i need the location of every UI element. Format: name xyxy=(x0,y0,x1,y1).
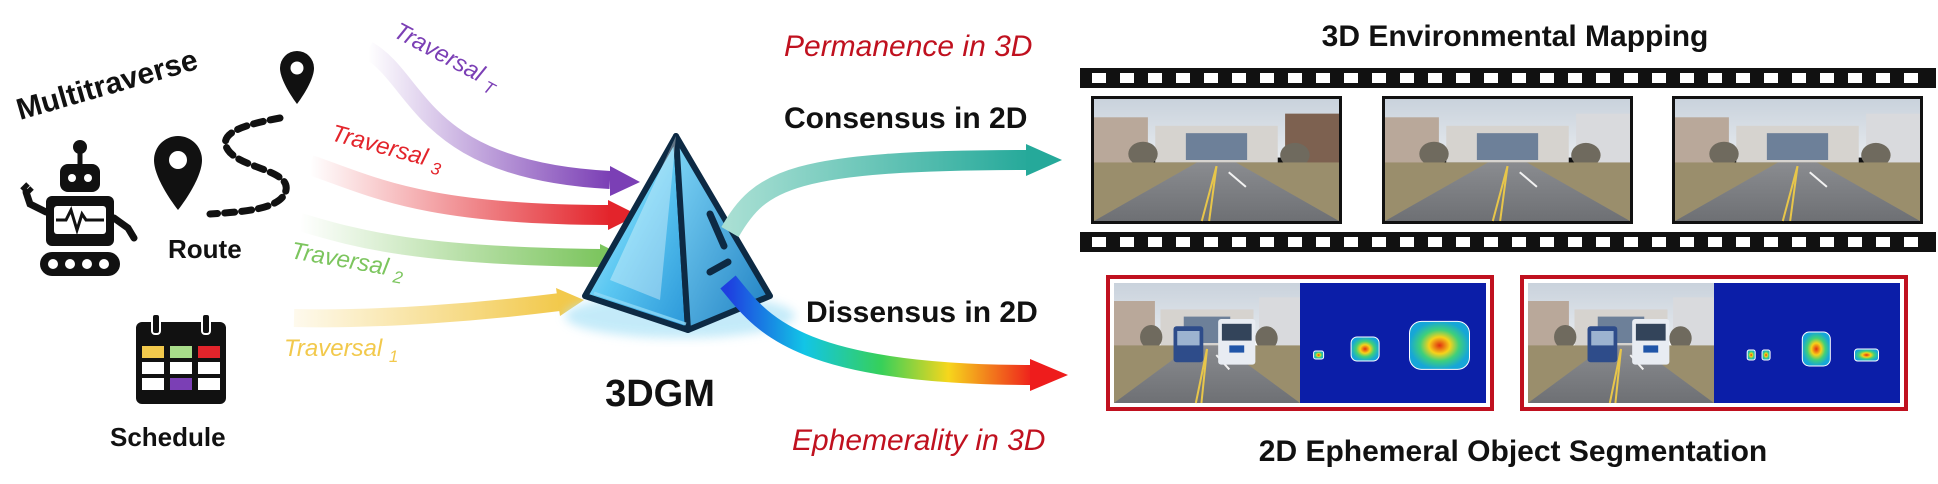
traversal-arrow-t xyxy=(363,42,640,196)
consensus-label: Consensus in 2D xyxy=(784,102,1027,135)
consensus-arrow xyxy=(721,144,1062,237)
map-pin-icon xyxy=(154,51,314,210)
mapping-frame xyxy=(1382,96,1633,224)
mapping-frame xyxy=(1672,96,1923,224)
route-path xyxy=(206,114,290,218)
dissensus-label: Dissensus in 2D xyxy=(806,296,1038,329)
center-label: 3DGM xyxy=(605,373,715,415)
route-label: Route xyxy=(168,234,242,264)
segmentation-title: 2D Ephemeral Object Segmentation xyxy=(1259,435,1767,468)
pyramid-icon xyxy=(565,133,795,338)
ephemerality-label: Ephemerality in 3D xyxy=(792,424,1045,457)
dissensus-arrow xyxy=(720,275,1068,391)
mapping-title: 3D Environmental Mapping xyxy=(1322,20,1709,53)
segmentation-panel xyxy=(1106,275,1494,411)
calendar-icon xyxy=(136,313,226,404)
traversal-arrow-3 xyxy=(306,155,638,230)
robot-icon xyxy=(20,140,138,276)
schedule-label: Schedule xyxy=(110,422,226,452)
mapping-frame xyxy=(1091,96,1342,224)
traversal-arrow-1 xyxy=(293,288,584,328)
permanence-label: Permanence in 3D xyxy=(784,30,1032,63)
segmentation-panel xyxy=(1520,275,1908,411)
traversal-label-1: Traversal 1 xyxy=(284,335,398,366)
multitraverse-title: Multitraverse xyxy=(13,44,202,127)
